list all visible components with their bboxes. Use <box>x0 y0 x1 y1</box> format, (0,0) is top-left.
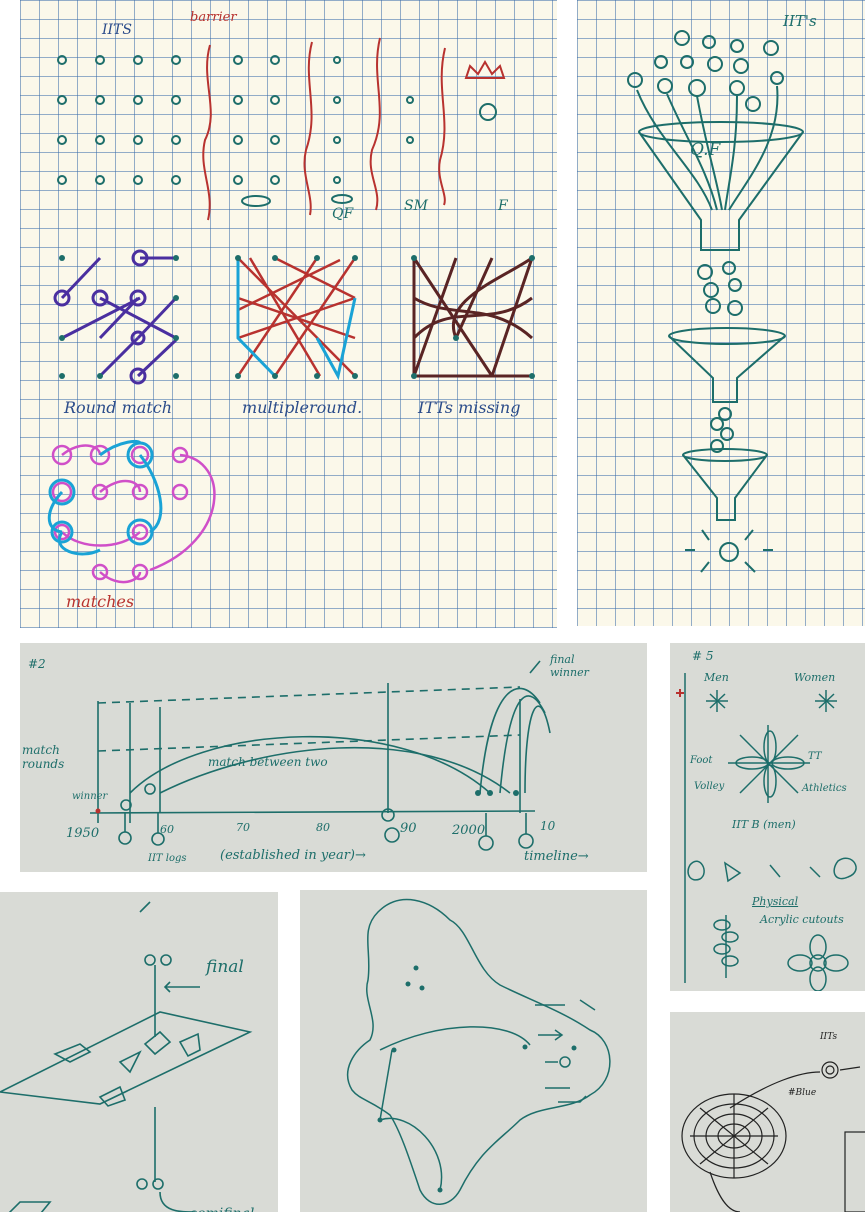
women-label: Women <box>794 671 835 684</box>
final-sheet: final semifinal <box>0 892 278 1212</box>
acrylic-label: Acrylic cutouts <box>760 913 844 926</box>
spiral-sheet: IITs #Blue <box>670 1012 865 1212</box>
sports-sketch <box>670 643 865 991</box>
stage-label-f: F <box>498 198 508 214</box>
sketch-label-multiple-round: multipleround. <box>242 398 362 417</box>
barrier-label: barrier <box>190 10 237 25</box>
physical-label: Physical <box>752 895 798 908</box>
year-tick-2000: 2000 <box>452 823 485 838</box>
sport-athletics: Athletics <box>802 783 847 794</box>
india-map-sketch <box>300 890 647 1212</box>
funnel-sheet: IIT's Q.F <box>577 0 865 626</box>
semifinal-label: semifinal <box>190 1206 254 1212</box>
spiral-iits-label: IITs <box>820 1032 837 1042</box>
iit-b-men-label: IIT B (men) <box>732 818 796 831</box>
final-label: final <box>206 957 244 977</box>
timeline-label: timeline→ <box>524 849 589 864</box>
sport-foot: Foot <box>690 755 712 766</box>
year-tick-10: 10 <box>540 819 555 833</box>
year-tick-90: 90 <box>400 821 417 836</box>
men-label: Men <box>704 671 729 684</box>
timeline-number: #2 <box>28 657 46 671</box>
sketch-label-matches: matches <box>66 592 134 611</box>
year-tick-1950: 1950 <box>66 826 99 841</box>
sport-volley: Volley <box>694 781 724 792</box>
stage-label-qf: QF <box>332 206 353 222</box>
sports-number: # 5 <box>692 649 714 663</box>
sport-tt: TT <box>808 751 822 762</box>
final-sketch <box>0 892 278 1212</box>
bracket-sketches <box>20 0 557 628</box>
spiral-sketch <box>670 1012 865 1212</box>
winner-label: winner <box>72 791 107 802</box>
timeline-sheet: #2 final winner match rounds winner matc… <box>20 643 647 872</box>
iit-logos-label: IIT logs <box>148 853 187 864</box>
match-between-two-label: match between two <box>208 755 328 769</box>
map-sheet <box>300 890 647 1212</box>
stage-label-sm: SM <box>404 198 428 214</box>
sketch-label-itts-missing: ITTs missing <box>418 398 520 417</box>
bracket-title: IITS <box>102 22 132 38</box>
bracket-sheet: IITS barrier QF SM F Round match multipl… <box>20 0 557 628</box>
match-rounds-label: match rounds <box>22 743 92 771</box>
year-tick-60: 60 <box>160 823 174 836</box>
spiral-blue-label: #Blue <box>788 1088 816 1098</box>
established-label: (established in year)→ <box>220 848 366 863</box>
sports-sheet: # 5 Men Women Foot TT Volley Athletics I… <box>670 643 865 991</box>
year-tick-80: 80 <box>316 821 330 834</box>
final-winner-label: final winner <box>550 653 610 679</box>
year-tick-70: 70 <box>236 821 250 834</box>
sketch-label-round-match: Round match <box>64 398 172 417</box>
funnel-sketch <box>577 0 865 626</box>
funnel-label: Q.F <box>690 140 720 160</box>
funnel-title: IIT's <box>783 12 817 30</box>
